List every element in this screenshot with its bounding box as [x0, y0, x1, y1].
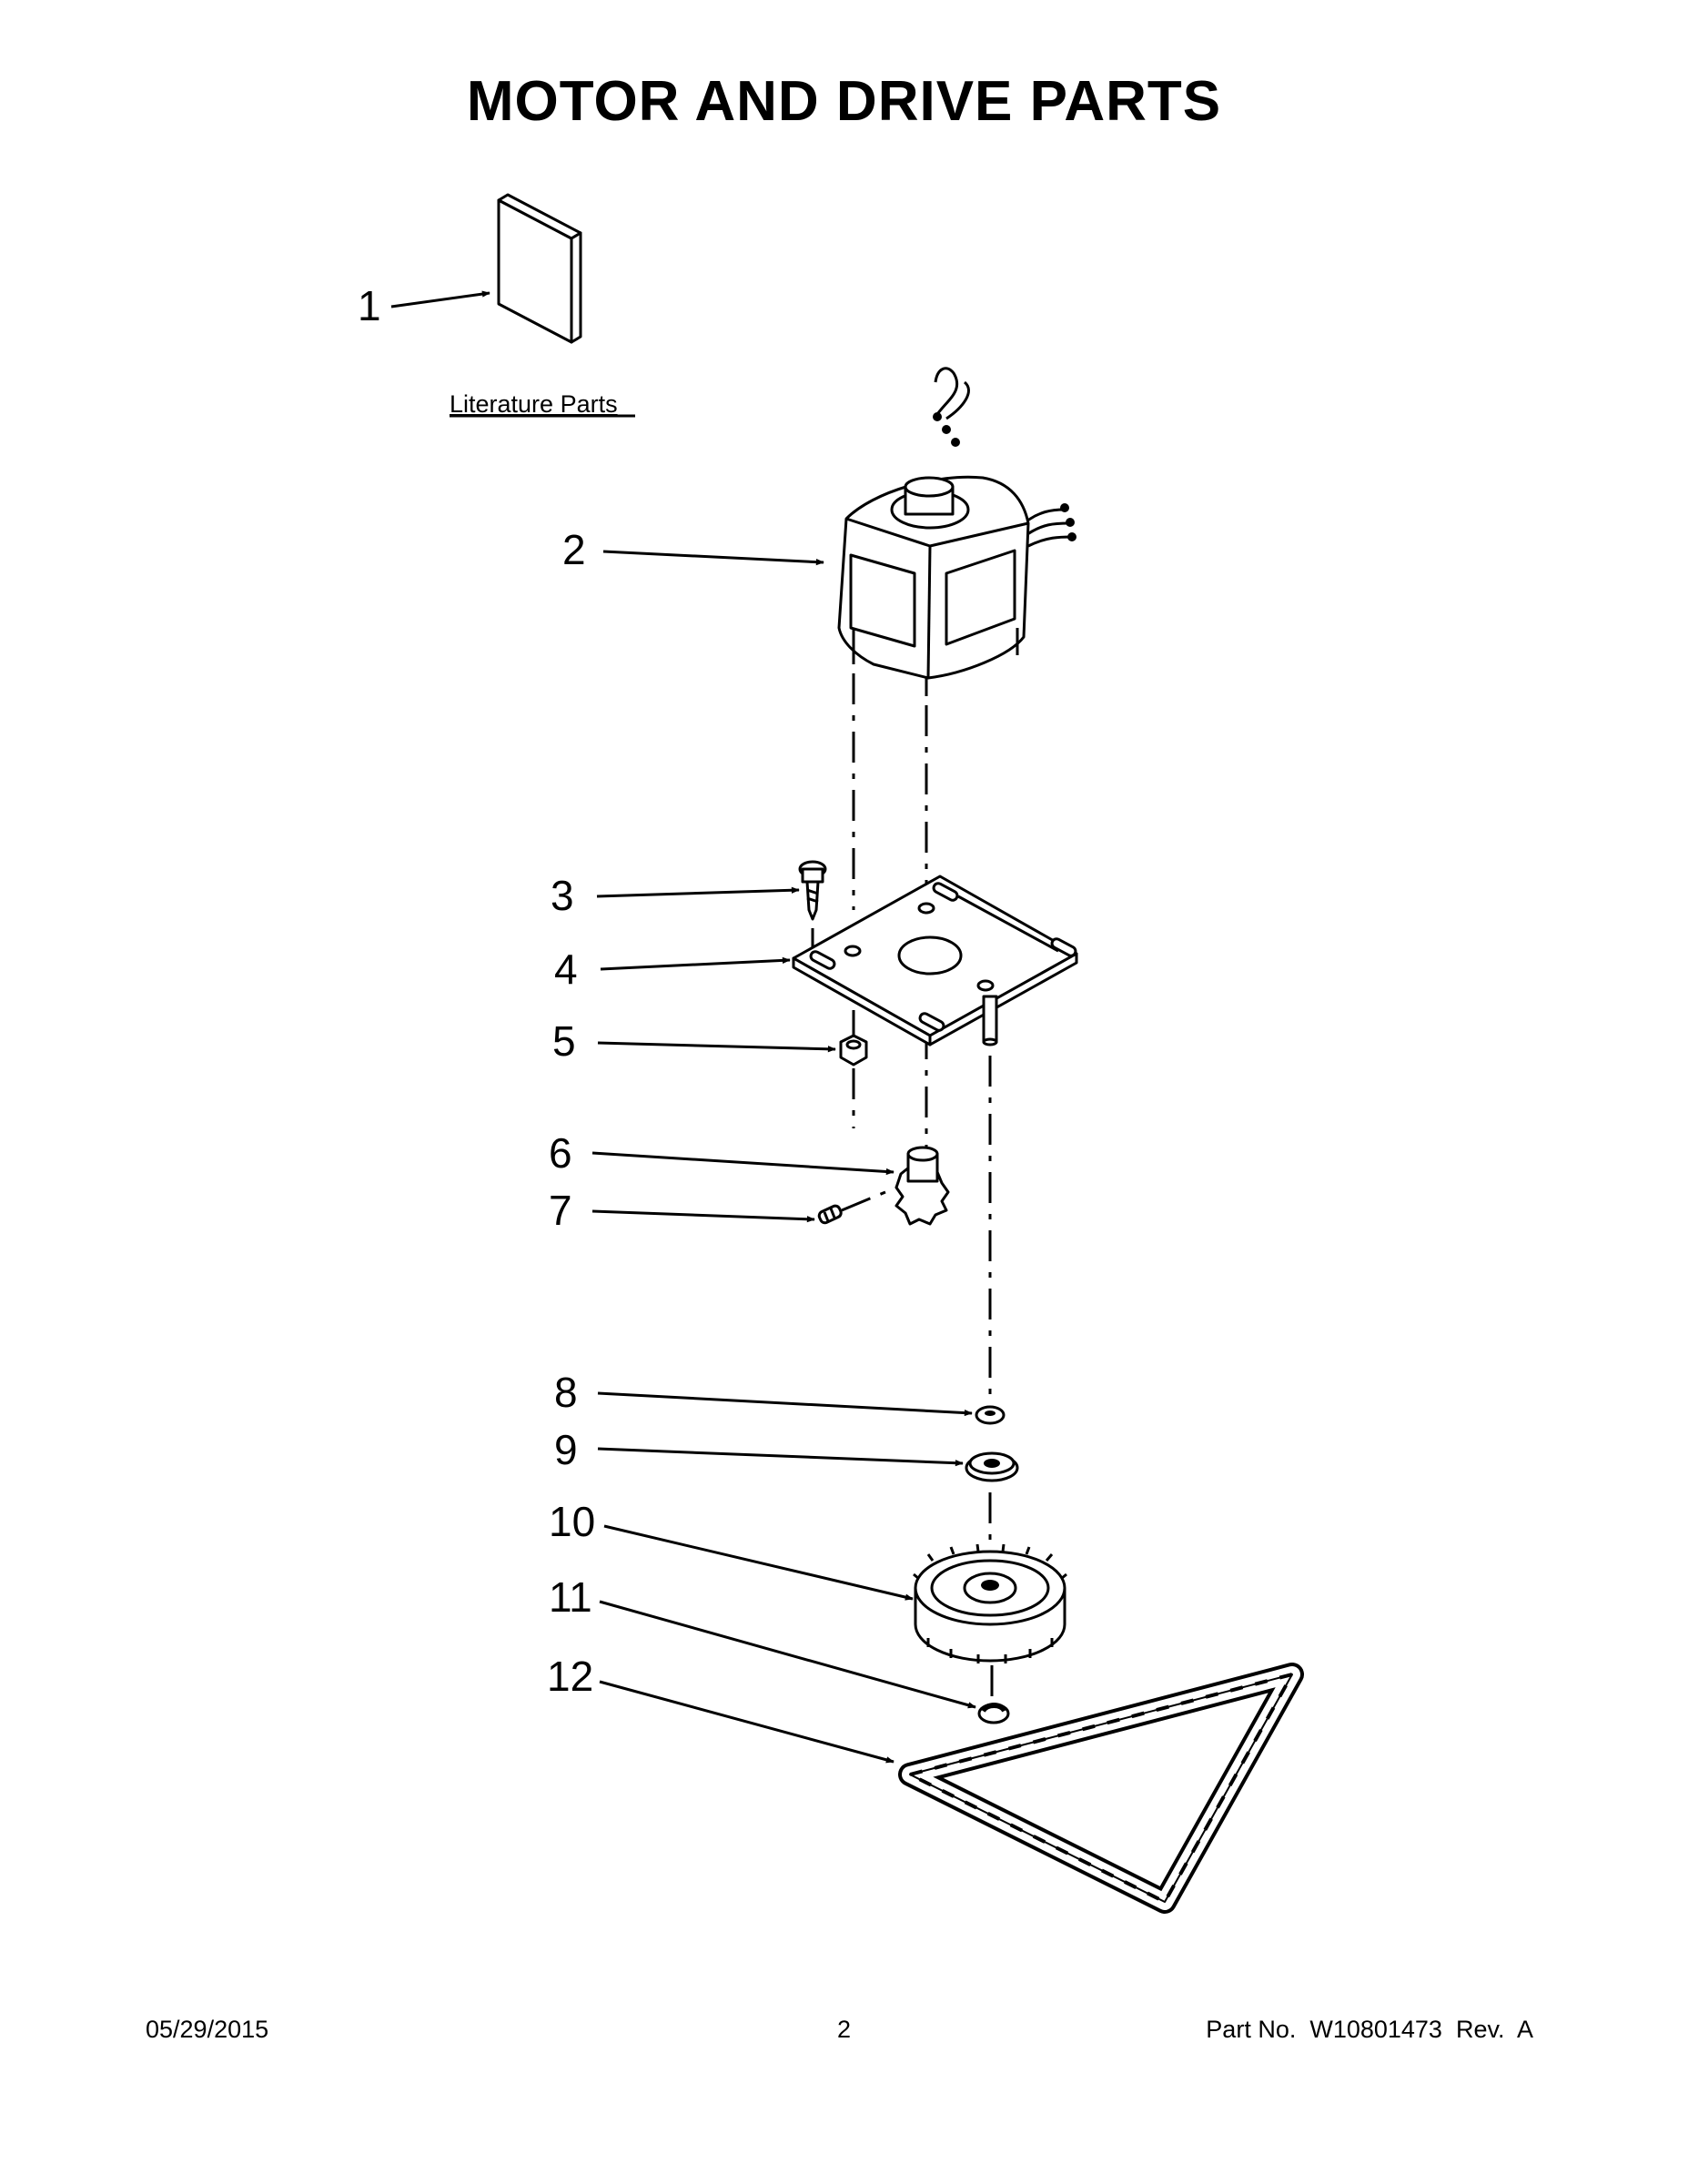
callout-4: 4	[554, 945, 578, 993]
literature-booklet	[497, 193, 582, 344]
callout-5: 5	[552, 1017, 576, 1065]
callout-leaders	[390, 290, 976, 1764]
hex-nut	[839, 1034, 868, 1067]
screw	[798, 860, 827, 921]
callout-2: 2	[562, 526, 586, 573]
small-washer	[975, 1405, 1006, 1425]
callout-1: 1	[358, 282, 381, 329]
footer-part-number: Part No. W10801473 Rev. A	[1206, 2016, 1533, 2043]
callout-7: 7	[549, 1187, 572, 1234]
callout-3: 3	[551, 872, 574, 919]
callout-8: 8	[554, 1369, 578, 1416]
footer-date: 05/29/2015	[146, 2016, 269, 2043]
driven-gear	[913, 1543, 1067, 1663]
callout-12: 12	[547, 1653, 593, 1700]
callout-10: 10	[549, 1498, 595, 1545]
mounting-plate	[792, 875, 1078, 1046]
callout-11: 11	[549, 1573, 592, 1621]
callout-6: 6	[549, 1129, 572, 1177]
roller-chain	[898, 1663, 1304, 1914]
footer-page-number: 2	[836, 2016, 852, 2043]
retaining-clip	[977, 1703, 1010, 1724]
large-washer	[965, 1451, 1019, 1482]
drive-pinion	[895, 1146, 950, 1226]
set-screw	[817, 1186, 897, 1225]
page-title: MOTOR AND DRIVE PARTS	[466, 70, 1222, 133]
motor	[837, 367, 1076, 696]
literature-parts-label: Literature Parts	[450, 390, 618, 418]
callout-9: 9	[554, 1426, 578, 1473]
